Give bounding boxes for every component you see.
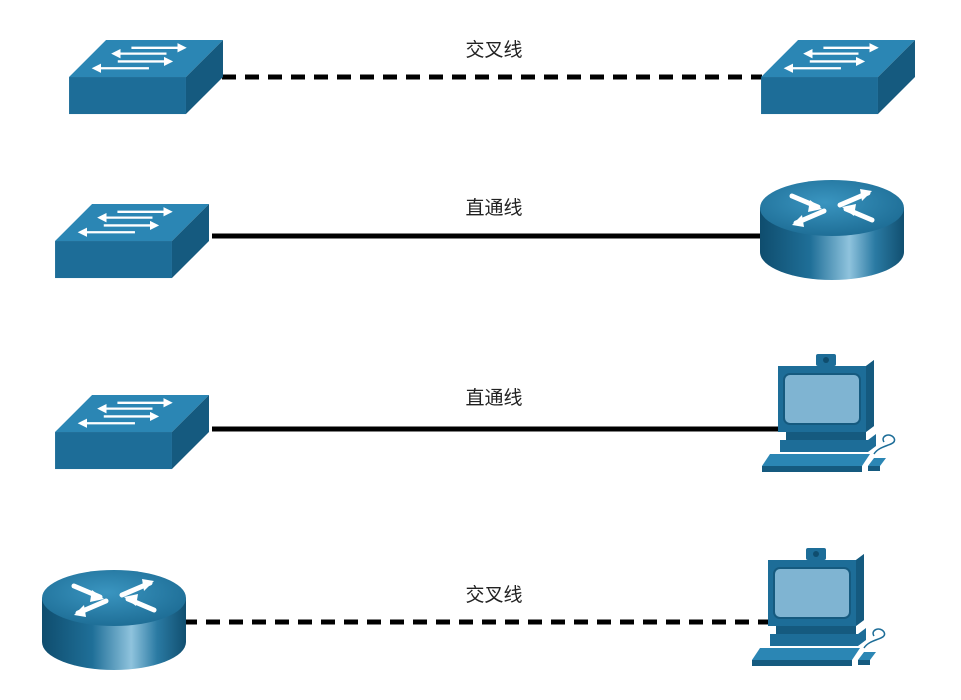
pc-icon [761, 353, 896, 473]
router-icon [42, 570, 186, 670]
cable-label-row-4: 交叉线 [465, 584, 522, 606]
router-icon [760, 180, 904, 280]
switch-icon [69, 40, 223, 114]
cable-label-row-3: 直通线 [465, 387, 522, 409]
switch-icon [761, 40, 915, 114]
cable-label-row-1: 交叉线 [465, 39, 522, 61]
switch-icon [55, 395, 209, 469]
cable-label-row-2: 直通线 [465, 197, 522, 219]
pc-icon [751, 547, 886, 667]
switch-icon [55, 204, 209, 278]
